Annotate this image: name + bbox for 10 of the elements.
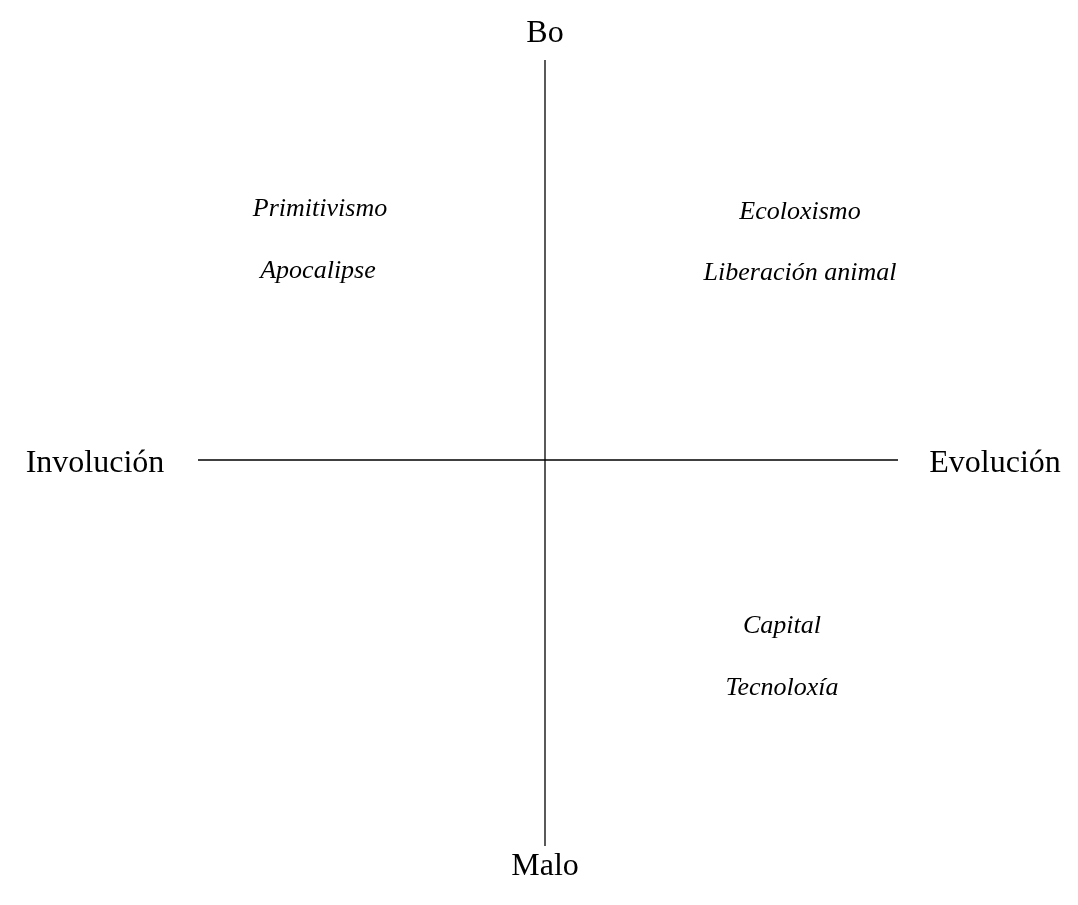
quadrant-label: Liberación animal xyxy=(703,257,897,287)
axis-label: Involución xyxy=(25,444,165,480)
quadrant-label: Tecnoloxía xyxy=(725,672,839,702)
quadrant-label: Ecoloxismo xyxy=(739,196,861,226)
quadrant-label: Apocalipse xyxy=(260,255,376,285)
axis-label: Malo xyxy=(511,847,579,883)
quadrant-label: Primitivismo xyxy=(252,193,388,223)
quadrant-label: Capital xyxy=(743,610,821,640)
axis-label: Evolución xyxy=(929,444,1061,480)
axis-label: Bo xyxy=(526,14,564,50)
